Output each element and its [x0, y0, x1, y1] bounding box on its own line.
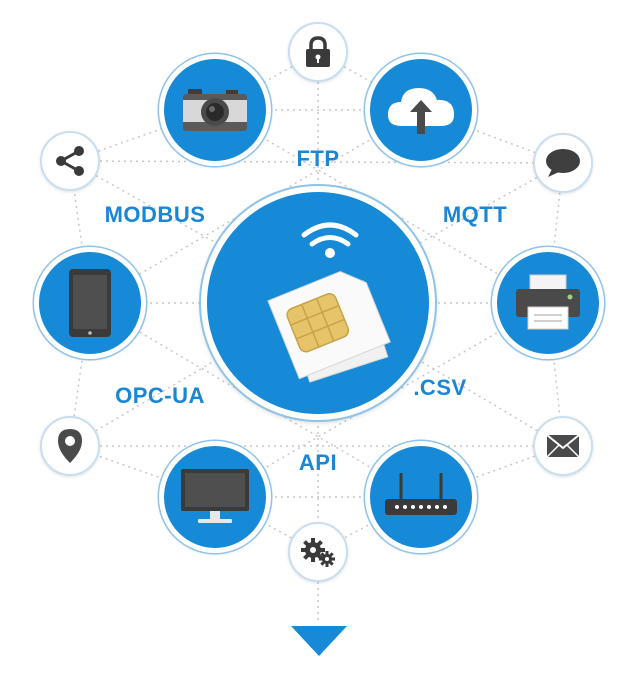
label-api: API	[298, 450, 338, 475]
envelope-node	[533, 416, 593, 476]
share-node	[40, 131, 100, 191]
tablet-icon	[69, 269, 111, 337]
gears-node	[288, 522, 348, 582]
router-node	[365, 441, 477, 553]
printer-node	[492, 247, 604, 359]
envelope-icon	[546, 434, 580, 458]
camera-icon	[183, 89, 247, 131]
label-opcua: OPC-UA	[115, 383, 205, 408]
label-ftp: FTP	[296, 146, 340, 171]
share-icon	[56, 146, 84, 176]
sim-card-icon	[267, 222, 391, 383]
center-sim-node	[201, 186, 435, 420]
chat-bubble-icon	[546, 149, 580, 177]
label-mqtt: MQTT	[442, 202, 508, 227]
location-node	[40, 416, 100, 476]
down-arrow-icon	[291, 626, 347, 656]
lock-icon	[306, 36, 330, 67]
monitor-node	[159, 441, 271, 553]
chat-node	[533, 133, 593, 193]
printer-icon	[516, 274, 580, 330]
tablet-node	[34, 247, 146, 359]
location-pin-icon	[58, 429, 82, 463]
monitor-icon	[181, 469, 249, 523]
label-modbus: MODBUS	[104, 202, 206, 227]
camera-node	[159, 54, 271, 166]
router-icon	[385, 473, 457, 515]
label-csv: .CSV	[413, 375, 467, 400]
cloud-node	[365, 54, 477, 166]
gears-icon	[301, 538, 335, 567]
cloud-upload-icon	[387, 88, 455, 134]
lock-node	[288, 22, 348, 82]
